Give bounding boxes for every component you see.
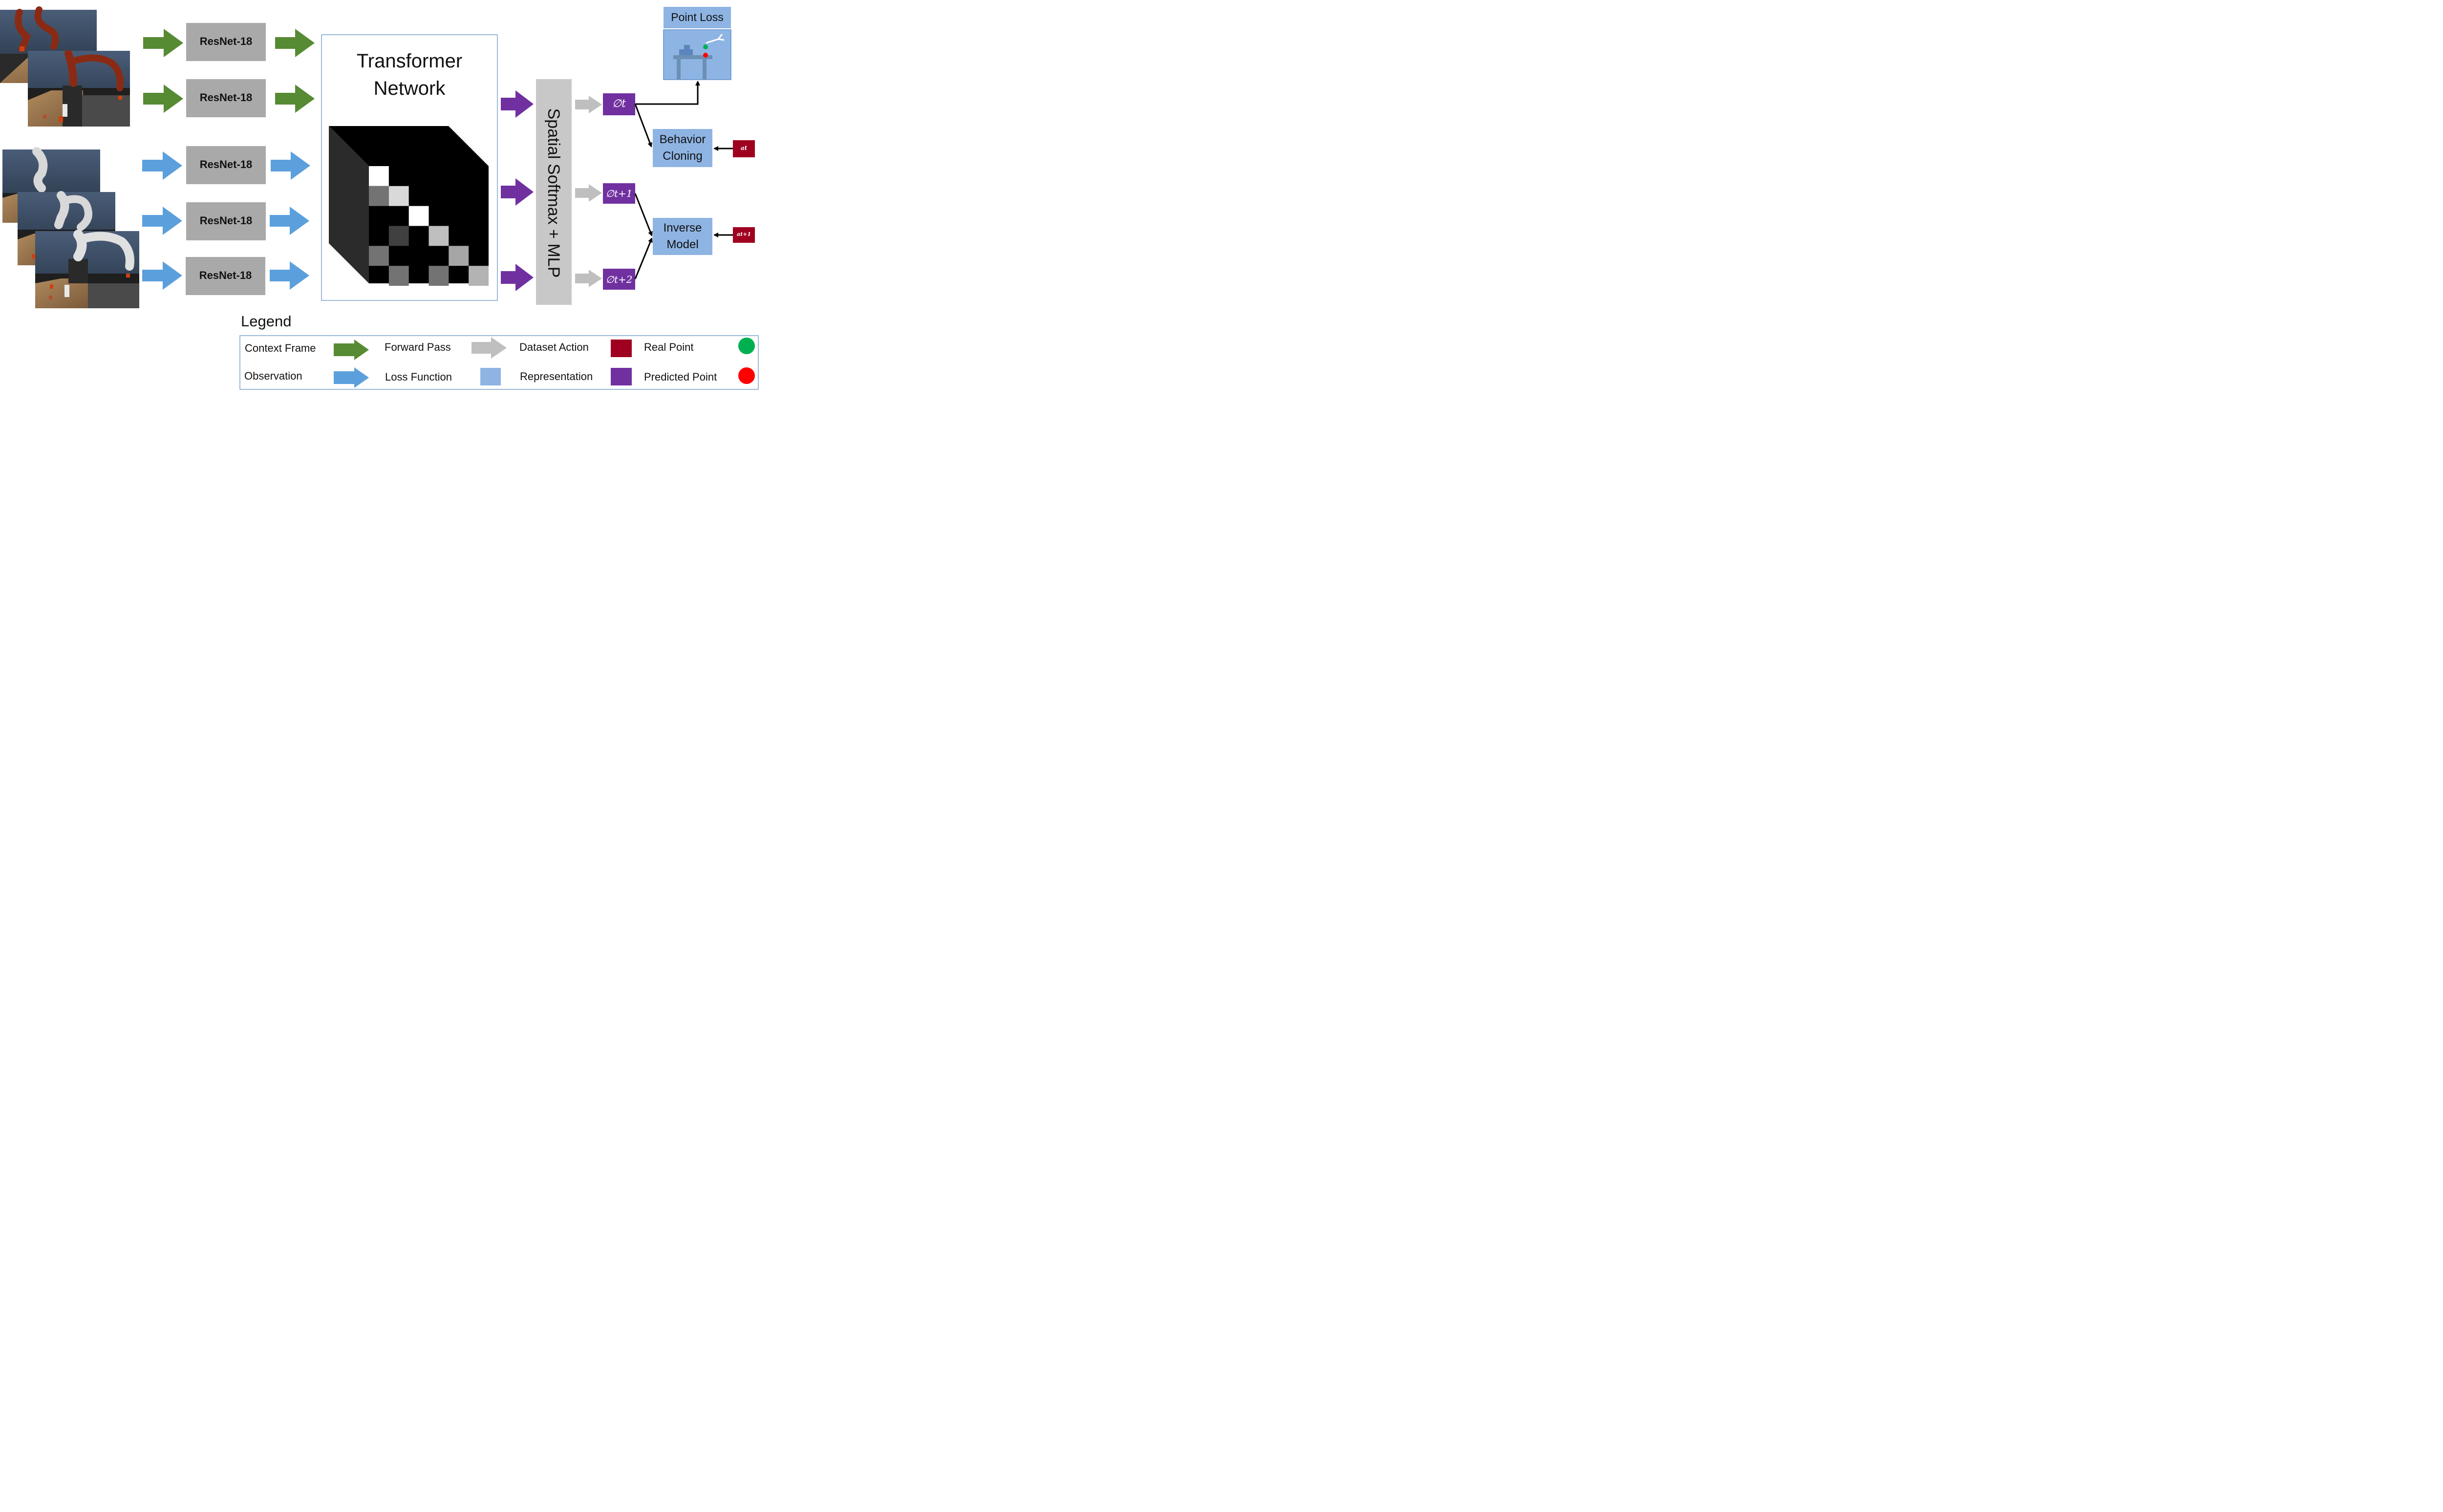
action-box-t1: [733, 227, 755, 243]
attention-cell-5-3: [429, 266, 449, 286]
attention-cell-5-5: [469, 266, 489, 286]
loss-arrow-2-out: [270, 207, 309, 235]
point-loss-table-icon: [673, 34, 725, 80]
action-label-t1: at+1: [736, 231, 751, 237]
behavior-cloning-line2: Cloning: [663, 149, 703, 163]
resnet-box-2: [186, 79, 266, 117]
transformer-title-line1: Transformer: [356, 50, 463, 72]
point-loss-label: Point Loss: [671, 11, 724, 23]
diagram-canvas: ResNet-18 ResNet-18 ResNet-18 ResNet-18 …: [0, 0, 766, 398]
behavior-cloning-line1: Behavior: [659, 133, 706, 146]
phi-label-t1: ∅t+1: [605, 188, 633, 199]
attention-cell-4-0: [369, 246, 389, 266]
legend-forward-pass-swatch: [334, 340, 369, 360]
legend-loss-function: Loss Function: [385, 371, 452, 383]
representation-arrow-3: [501, 264, 534, 291]
resnet-label-2: ResNet-18: [199, 91, 253, 104]
loss-arrow-1-out: [271, 151, 310, 180]
representation-arrow-2: [501, 178, 534, 206]
attention-cell-5-1: [388, 266, 409, 286]
attention-matrix: [369, 166, 489, 286]
attention-cell-4-4: [449, 246, 469, 266]
legend-real-point-swatch: [611, 340, 632, 357]
resnet-box-5: [186, 257, 265, 295]
forward-pass-arrow-2-in: [143, 85, 183, 113]
loss-arrow-3-in: [142, 261, 182, 290]
resnet-box-3: [186, 146, 266, 184]
legend-forward-pass: Forward Pass: [385, 341, 451, 353]
inverse-model-line2: Model: [666, 238, 699, 251]
resnet-box-4: [186, 202, 266, 240]
inverse-model-line1: Inverse: [663, 221, 702, 234]
phi-box-t2: [603, 269, 635, 290]
connector-lines: [634, 81, 733, 279]
attention-cube-top: [329, 126, 489, 166]
point-loss-image: [663, 29, 731, 80]
legend-loss-function-swatch: [334, 367, 369, 388]
forward-pass-arrow-2-out: [275, 85, 315, 113]
legend-dataset-action-swatch: [471, 337, 507, 359]
resnet-box-1: [186, 23, 266, 61]
attention-cell-1-1: [388, 186, 409, 206]
spatial-softmax-box: [536, 79, 572, 305]
legend-real-point-dot: [738, 338, 755, 354]
legend-dataset-action: Dataset Action: [519, 341, 589, 353]
legend-predicted-point: Predicted Point: [644, 371, 717, 383]
legend-context-frame: Context Frame: [245, 342, 316, 354]
attention-cell-2-2: [408, 206, 429, 226]
legend-real-point: Real Point: [644, 341, 694, 353]
transformer-title-line2: Network: [373, 78, 446, 99]
action-label-t: at: [740, 145, 748, 151]
behavior-cloning-box: [653, 129, 712, 167]
inverse-model-box: [653, 218, 712, 255]
attention-cube-side: [329, 126, 369, 283]
loss-arrow-3-out: [270, 261, 309, 290]
legend-representation: Representation: [520, 370, 593, 383]
forward-pass-arrow-1-in: [143, 29, 183, 57]
resnet-label-1: ResNet-18: [199, 35, 253, 47]
architecture-diagram: [0, 6, 759, 390]
phi-box-t: [603, 93, 635, 115]
attention-cell-3-3: [429, 226, 449, 246]
legend-title: Legend: [241, 313, 292, 330]
phi-box-t1: [603, 183, 635, 204]
context-frame-image-2: [28, 50, 130, 127]
attention-cell-3-1: [388, 226, 409, 246]
phi-label-t: ∅t: [612, 98, 626, 110]
dataset-arrow-3: [575, 270, 602, 287]
loss-arrow-1-in: [142, 151, 182, 180]
legend-predicted-point-dot: [738, 367, 755, 384]
dataset-arrow-1: [575, 96, 602, 113]
legend-representation-swatch: [480, 368, 501, 385]
resnet-label-5: ResNet-18: [199, 269, 252, 281]
resnet-label-3: ResNet-18: [199, 158, 253, 170]
observation-image-3: [35, 230, 139, 308]
resnet-label-4: ResNet-18: [199, 214, 253, 227]
point-loss-header: [664, 7, 731, 28]
forward-pass-arrow-1-out: [275, 29, 315, 57]
spatial-softmax-label: Spatial Softmax + MLP: [544, 108, 563, 278]
attention-cell-1-0: [369, 186, 389, 206]
loss-arrow-2-in: [142, 207, 182, 235]
legend-predicted-point-swatch: [611, 368, 632, 385]
dataset-arrow-2: [575, 184, 602, 202]
attention-cell-0-0: [369, 166, 389, 186]
phi-label-t2: ∅t+2: [605, 274, 633, 285]
representation-arrow-1: [501, 90, 534, 118]
legend-observation: Observation: [244, 370, 302, 382]
action-box-t: [733, 140, 755, 157]
